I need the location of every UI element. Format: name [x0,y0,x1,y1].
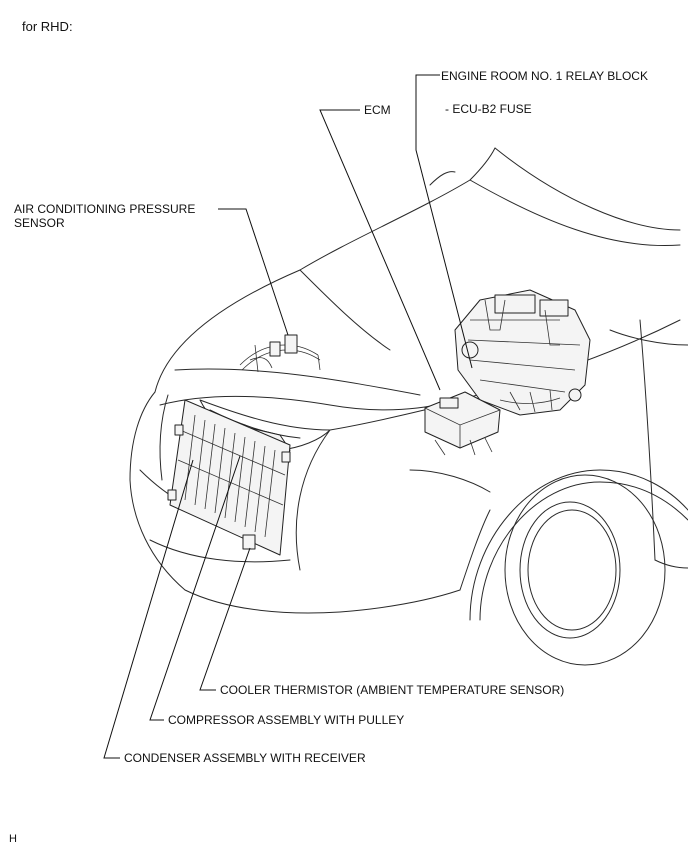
engine-room-components [454,289,591,416]
relay-block-label: ENGINE ROOM NO. 1 RELAY BLOCK [441,69,648,83]
pressure-sensor-label-line1: AIR CONDITIONING PRESSURE [14,202,196,216]
variant-label: for RHD: [22,19,73,34]
leader-lines [103,74,473,759]
pressure-sensor-lines [239,334,321,373]
fuse-label: - ECU-B2 FUSE [445,102,532,116]
compressor-label: COMPRESSOR ASSEMBLY WITH PULLEY [168,713,405,727]
condenser-label: CONDENSER ASSEMBLY WITH RECEIVER [124,751,366,765]
cooler-thermistor-label: COOLER THERMISTOR (AMBIENT TEMPERATURE S… [220,683,565,697]
pressure-sensor-label-line2: SENSOR [14,216,65,230]
ecm-label: ECM [364,103,391,117]
ecm-unit [424,391,501,456]
car-body [129,147,688,666]
figure-code: H [9,833,17,845]
condenser-unit [167,399,291,556]
